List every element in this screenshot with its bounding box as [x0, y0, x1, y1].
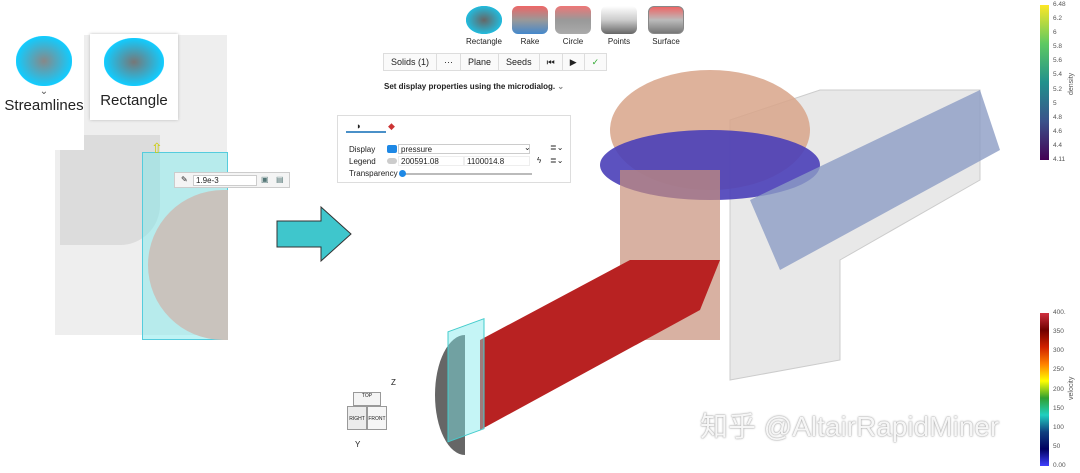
legend-tick: 5.8 — [1053, 43, 1063, 51]
legend-tick: 4.4 — [1053, 141, 1063, 149]
legend-tick: 5.2 — [1053, 85, 1063, 93]
density-colorbar — [1040, 5, 1049, 160]
seed-value: 1.9e-3 — [193, 175, 257, 186]
legend-tick: 150 — [1053, 404, 1064, 412]
streamline-toolbar: Solids (1) ··· Plane Seeds ⏮ ▶ ✓ — [383, 53, 608, 71]
rectangle-icon — [466, 6, 502, 34]
legend-tick: 400. — [1053, 309, 1066, 316]
double-chevron-down-icon[interactable]: ⌄ — [557, 82, 565, 91]
streamlines-icon — [16, 36, 72, 86]
legend-tick: 5.4 — [1053, 71, 1063, 79]
cube-face-front[interactable]: FRONT — [367, 406, 387, 430]
inlet-disc — [435, 335, 465, 455]
transition-arrow-icon — [276, 205, 352, 263]
velocity-title: velocity — [1068, 376, 1075, 400]
chevron-down-icon[interactable]: ⌄ — [524, 143, 531, 152]
rake-icon — [512, 6, 548, 34]
legend-tick: 0.00 — [1053, 462, 1066, 469]
transparency-label: Transparency — [349, 169, 398, 178]
axis-y-label: Y — [355, 440, 361, 449]
axis-z-label: Z — [391, 378, 396, 387]
legend-tick: 6 — [1053, 29, 1057, 37]
lightning-icon[interactable]: ϟ — [537, 156, 542, 165]
confirm-button[interactable]: ✓ — [591, 57, 600, 67]
tool-points[interactable]: Points — [597, 6, 641, 46]
microdialog: ◗ ◆ Display pressure ⌄ ≣⌄ Legend 200591.… — [337, 115, 571, 183]
legend-tick: 50 — [1053, 442, 1061, 450]
outlet-pipe-streams — [750, 90, 1000, 270]
tool-surface[interactable]: Surface — [644, 6, 688, 46]
rectangle-label: Rectangle — [100, 92, 168, 109]
legend-tick: 100 — [1053, 423, 1064, 431]
slider-handle[interactable] — [399, 170, 406, 177]
inlet-pipe-streams — [480, 260, 720, 430]
up-arrow-icon[interactable]: ⇧ — [151, 140, 163, 156]
points-icon — [601, 6, 637, 34]
legend-tick: 6.48 — [1053, 1, 1066, 8]
legend-label: Legend — [349, 157, 376, 166]
display-label: Display — [349, 145, 376, 154]
seeds-button[interactable]: Seeds — [499, 54, 540, 70]
watermark: 知乎 @AltairRapidMiner — [700, 411, 1000, 442]
legend-tick: 4.6 — [1053, 127, 1063, 135]
display-select[interactable]: pressure — [398, 144, 530, 154]
solids-button[interactable]: Solids (1) — [384, 54, 438, 70]
seed-value-field[interactable]: ✎ 1.9e-3 ▣ ▤ — [174, 172, 290, 188]
rectangle-tool[interactable]: Rectangle — [90, 34, 178, 120]
legend-min-input[interactable]: 200591.08 — [398, 156, 464, 166]
tab-display[interactable]: ◗ — [346, 121, 386, 133]
book-open-icon[interactable]: ▤ — [276, 175, 284, 184]
velocity-colorbar — [1040, 313, 1049, 466]
play-button[interactable]: ▶ — [563, 54, 585, 70]
legend-tick: 5.6 — [1053, 57, 1063, 65]
streamline-scene[interactable] — [420, 60, 1020, 470]
legend-tick: 300 — [1053, 347, 1064, 355]
streamlines-tool[interactable]: ⌄ Streamlines — [4, 30, 84, 150]
transparency-slider[interactable] — [399, 170, 532, 177]
cube-face-right[interactable]: RIGHT — [347, 406, 367, 430]
more-button[interactable]: ··· — [437, 54, 462, 70]
reset-button[interactable]: ⏮ — [540, 54, 563, 70]
list-menu-icon[interactable]: ≣⌄ — [550, 143, 564, 152]
legend-tick: 5 — [1053, 99, 1057, 107]
legend-tick: 350 — [1053, 328, 1064, 336]
legend-tick: 4.11 — [1053, 156, 1066, 163]
tool-circle[interactable]: Circle — [551, 6, 595, 46]
seed-plane — [447, 318, 485, 443]
density-title: density — [1068, 72, 1075, 95]
legend-toggle[interactable] — [387, 158, 397, 164]
display-toggle[interactable] — [387, 145, 397, 153]
book-icon[interactable]: ▣ — [261, 175, 269, 184]
legend-tick: 4.8 — [1053, 113, 1063, 121]
legend-tick: 250 — [1053, 366, 1064, 374]
legend-tick: 200 — [1053, 385, 1064, 393]
chevron-down-icon: ⌄ — [39, 86, 49, 97]
plane-button[interactable]: Plane — [461, 54, 500, 70]
pin-icon: ✎ — [181, 175, 188, 184]
view-cube[interactable]: TOP RIGHT FRONT Z Y — [345, 378, 396, 449]
tool-rectangle[interactable]: Rectangle — [462, 6, 506, 46]
rectangle-seed-icon — [104, 38, 164, 86]
circle-icon — [555, 6, 591, 34]
hint-text: Set display properties using the microdi… — [384, 82, 565, 91]
legend-max-input[interactable]: 1100014.8 — [464, 156, 530, 166]
streamlines-label: Streamlines — [4, 97, 84, 114]
surface-icon — [648, 6, 684, 34]
cube-face-top[interactable]: TOP — [353, 392, 381, 406]
tool-rake[interactable]: Rake — [508, 6, 552, 46]
list-menu-icon[interactable]: ≣⌄ — [550, 156, 564, 165]
legend-tick: 6.2 — [1053, 15, 1063, 23]
tab-appearance[interactable]: ◆ — [388, 121, 395, 131]
